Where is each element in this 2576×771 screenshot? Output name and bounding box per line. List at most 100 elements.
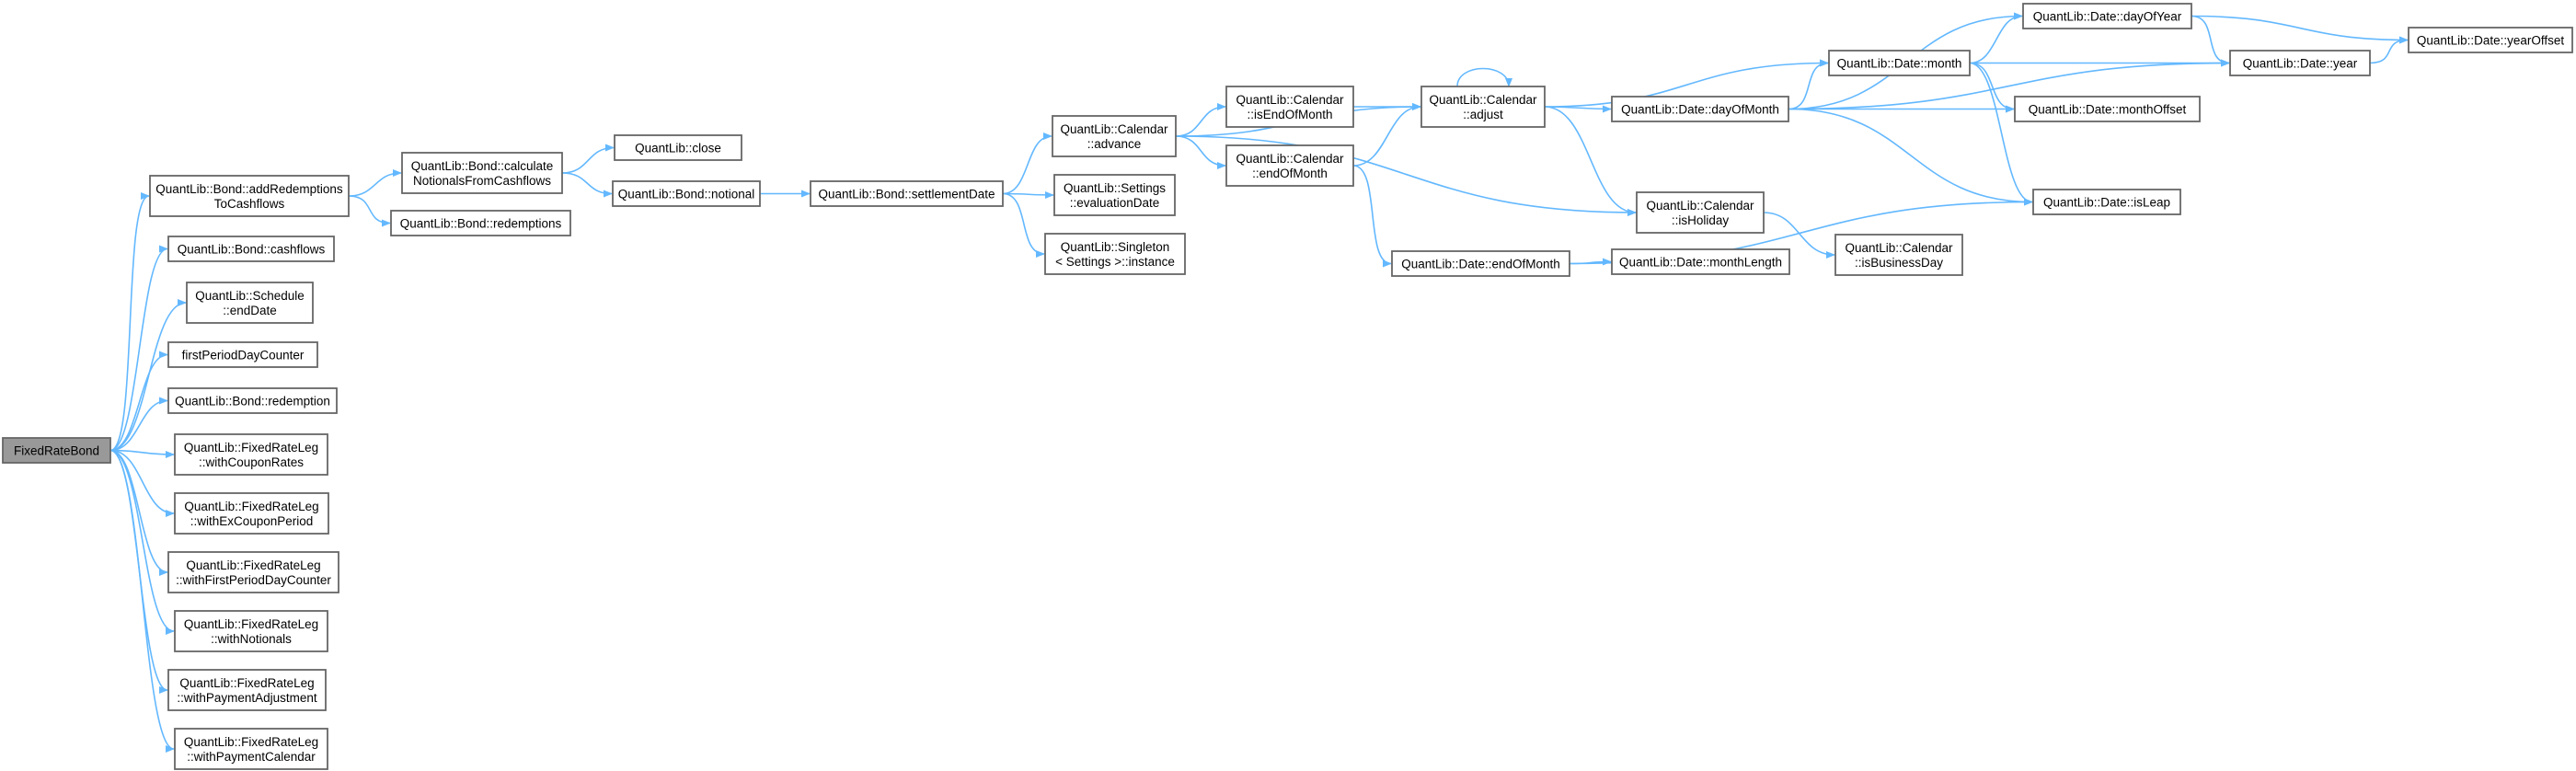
edge-day-of-year-to-year-offset — [2191, 15, 2409, 44]
node-date-end-of-month-box[interactable] — [1391, 250, 1570, 277]
node-with-payment-adj[interactable]: QuantLib::FixedRateLeg::withPaymentAdjus… — [167, 669, 327, 711]
node-is-end-of-month-label-1: QuantLib::Calendar — [1236, 93, 1344, 107]
node-singleton-box[interactable] — [1044, 233, 1186, 275]
node-day-of-month[interactable]: QuantLib::Date::dayOfMonth — [1611, 96, 1789, 122]
node-add-redemptions-box[interactable] — [149, 175, 350, 217]
node-first-period-label-1: firstPeriodDayCounter — [182, 349, 305, 362]
node-first-period[interactable]: firstPeriodDayCounter — [167, 341, 318, 368]
node-is-business-day[interactable]: QuantLib::Calendar::isBusinessDay — [1834, 234, 1963, 276]
node-with-notionals-box[interactable] — [174, 610, 328, 652]
node-settlement-date[interactable]: QuantLib::Bond::settlementDate — [810, 180, 1004, 207]
node-redemption[interactable]: QuantLib::Bond::redemption — [167, 387, 338, 414]
node-is-holiday-label-1: QuantLib::Calendar — [1646, 199, 1754, 213]
node-settings-eval[interactable]: QuantLib::Settings::evaluationDate — [1053, 174, 1176, 216]
node-date-year-box[interactable] — [2229, 50, 2371, 76]
edge-is-holiday-to-is-business-day — [1763, 212, 1835, 259]
node-is-business-day-box[interactable] — [1834, 234, 1963, 276]
node-year-offset-box[interactable] — [2408, 27, 2573, 53]
node-with-payment-adj-box[interactable] — [167, 669, 327, 711]
node-with-first-period[interactable]: QuantLib::FixedRateLeg::withFirstPeriodD… — [167, 551, 339, 593]
node-cashflows-box[interactable] — [167, 236, 335, 262]
node-with-payment-adj-label-1: QuantLib::FixedRateLeg — [179, 676, 314, 690]
node-first-period-box[interactable] — [167, 341, 318, 368]
edges-layer — [109, 12, 2409, 753]
node-month-length-box[interactable] — [1611, 248, 1790, 275]
node-date-end-of-month-label-1: QuantLib::Date::endOfMonth — [1401, 258, 1560, 271]
node-redemptions-label-1: QuantLib::Bond::redemptions — [400, 217, 562, 231]
node-month-length[interactable]: QuantLib::Date::monthLength — [1611, 248, 1790, 275]
node-cal-advance[interactable]: QuantLib::Calendar::advance — [1052, 115, 1177, 157]
node-notional[interactable]: QuantLib::Bond::notional — [612, 180, 761, 207]
edge-cal-end-of-month-to-date-end-of-month — [1352, 165, 1392, 268]
node-is-business-day-label-1: QuantLib::Calendar — [1845, 241, 1953, 255]
node-is-leap[interactable]: QuantLib::Date::isLeap — [2032, 189, 2181, 215]
node-with-notionals[interactable]: QuantLib::FixedRateLeg::withNotionals — [174, 610, 328, 652]
node-settings-eval-label-1: QuantLib::Settings — [1064, 181, 1166, 195]
node-date-month-box[interactable] — [1828, 50, 1971, 76]
node-cal-end-of-month[interactable]: QuantLib::Calendar::endOfMonth — [1225, 144, 1354, 187]
node-month-offset[interactable]: QuantLib::Date::monthOffset — [2014, 96, 2201, 122]
edge-root-to-redemption — [109, 397, 168, 452]
node-singleton-label-1: QuantLib::Singleton — [1061, 240, 1170, 254]
node-is-leap-box[interactable] — [2032, 189, 2181, 215]
node-month-offset-box[interactable] — [2014, 96, 2201, 122]
edge-settlement-date-to-settings-eval — [1002, 190, 1054, 199]
node-redemptions[interactable]: QuantLib::Bond::redemptions — [390, 210, 571, 236]
node-is-leap-label-1: QuantLib::Date::isLeap — [2043, 196, 2170, 210]
node-close-box[interactable] — [614, 134, 742, 161]
node-settings-eval-box[interactable] — [1053, 174, 1176, 216]
node-cal-adjust-box[interactable] — [1420, 86, 1546, 128]
node-month-offset-label-1: QuantLib::Date::monthOffset — [2029, 103, 2187, 117]
node-cal-end-of-month-box[interactable] — [1225, 144, 1354, 187]
node-notional-box[interactable] — [612, 180, 761, 207]
node-settlement-date-box[interactable] — [810, 180, 1004, 207]
node-with-ex-coupon-box[interactable] — [174, 492, 329, 535]
edge-date-month-to-month-offset — [1969, 62, 2015, 113]
node-add-redemptions[interactable]: QuantLib::Bond::addRedemptionsToCashflow… — [149, 175, 350, 217]
node-with-payment-cal-label-2: ::withPaymentCalendar — [187, 750, 316, 764]
node-date-month[interactable]: QuantLib::Date::month — [1828, 50, 1971, 76]
node-cal-adjust[interactable]: QuantLib::Calendar::adjust — [1420, 86, 1546, 128]
node-root-box[interactable] — [2, 437, 111, 464]
node-is-end-of-month-label-2: ::isEndOfMonth — [1247, 108, 1332, 121]
node-is-end-of-month[interactable]: QuantLib::Calendar::isEndOfMonth — [1225, 86, 1354, 128]
edge-cal-advance-to-cal-end-of-month — [1175, 135, 1226, 169]
node-close[interactable]: QuantLib::close — [614, 134, 742, 161]
node-calc-notionals-box[interactable] — [401, 152, 563, 194]
node-with-payment-cal-box[interactable] — [174, 728, 328, 770]
node-day-of-month-box[interactable] — [1611, 96, 1789, 122]
node-date-month-label-1: QuantLib::Date::month — [1837, 57, 1962, 71]
node-is-holiday-box[interactable] — [1636, 191, 1765, 234]
node-date-year[interactable]: QuantLib::Date::year — [2229, 50, 2371, 76]
node-year-offset[interactable]: QuantLib::Date::yearOffset — [2408, 27, 2573, 53]
edge-calc-notionals-to-close — [561, 144, 615, 174]
node-cal-adjust-label-1: QuantLib::Calendar — [1429, 93, 1537, 107]
node-with-payment-cal[interactable]: QuantLib::FixedRateLeg::withPaymentCalen… — [174, 728, 328, 770]
node-day-of-year-label-1: QuantLib::Date::dayOfYear — [2033, 10, 2182, 24]
edge-date-month-to-is-leap — [1969, 62, 2033, 206]
edge-add-redemptions-to-calc-notionals — [348, 169, 402, 197]
node-cal-advance-box[interactable] — [1052, 115, 1177, 157]
node-date-end-of-month[interactable]: QuantLib::Date::endOfMonth — [1391, 250, 1570, 277]
edge-date-year-to-year-offset — [2369, 36, 2409, 64]
node-calc-notionals[interactable]: QuantLib::Bond::calculateNotionalsFromCa… — [401, 152, 563, 194]
node-with-coupon-rates-box[interactable] — [174, 433, 328, 476]
node-with-coupon-rates[interactable]: QuantLib::FixedRateLeg::withCouponRates — [174, 433, 328, 476]
node-day-of-year[interactable]: QuantLib::Date::dayOfYear — [2022, 3, 2192, 29]
edge-calc-notionals-to-notional — [561, 172, 613, 198]
node-is-holiday[interactable]: QuantLib::Calendar::isHoliday — [1636, 191, 1765, 234]
node-redemptions-box[interactable] — [390, 210, 571, 236]
node-schedule-enddate-box[interactable] — [186, 282, 314, 324]
node-singleton[interactable]: QuantLib::Singleton< Settings >::instanc… — [1044, 233, 1186, 275]
node-schedule-enddate[interactable]: QuantLib::Schedule::endDate — [186, 282, 314, 324]
node-cashflows[interactable]: QuantLib::Bond::cashflows — [167, 236, 335, 262]
node-with-coupon-rates-label-2: ::withCouponRates — [199, 455, 304, 469]
node-day-of-year-box[interactable] — [2022, 3, 2192, 29]
node-with-notionals-label-1: QuantLib::FixedRateLeg — [184, 617, 318, 631]
node-redemption-box[interactable] — [167, 387, 338, 414]
edge-root-to-add-redemptions — [109, 192, 150, 452]
node-with-first-period-box[interactable] — [167, 551, 339, 593]
node-is-end-of-month-box[interactable] — [1225, 86, 1354, 128]
node-with-ex-coupon[interactable]: QuantLib::FixedRateLeg::withExCouponPeri… — [174, 492, 329, 535]
node-root[interactable]: FixedRateBond — [2, 437, 111, 464]
